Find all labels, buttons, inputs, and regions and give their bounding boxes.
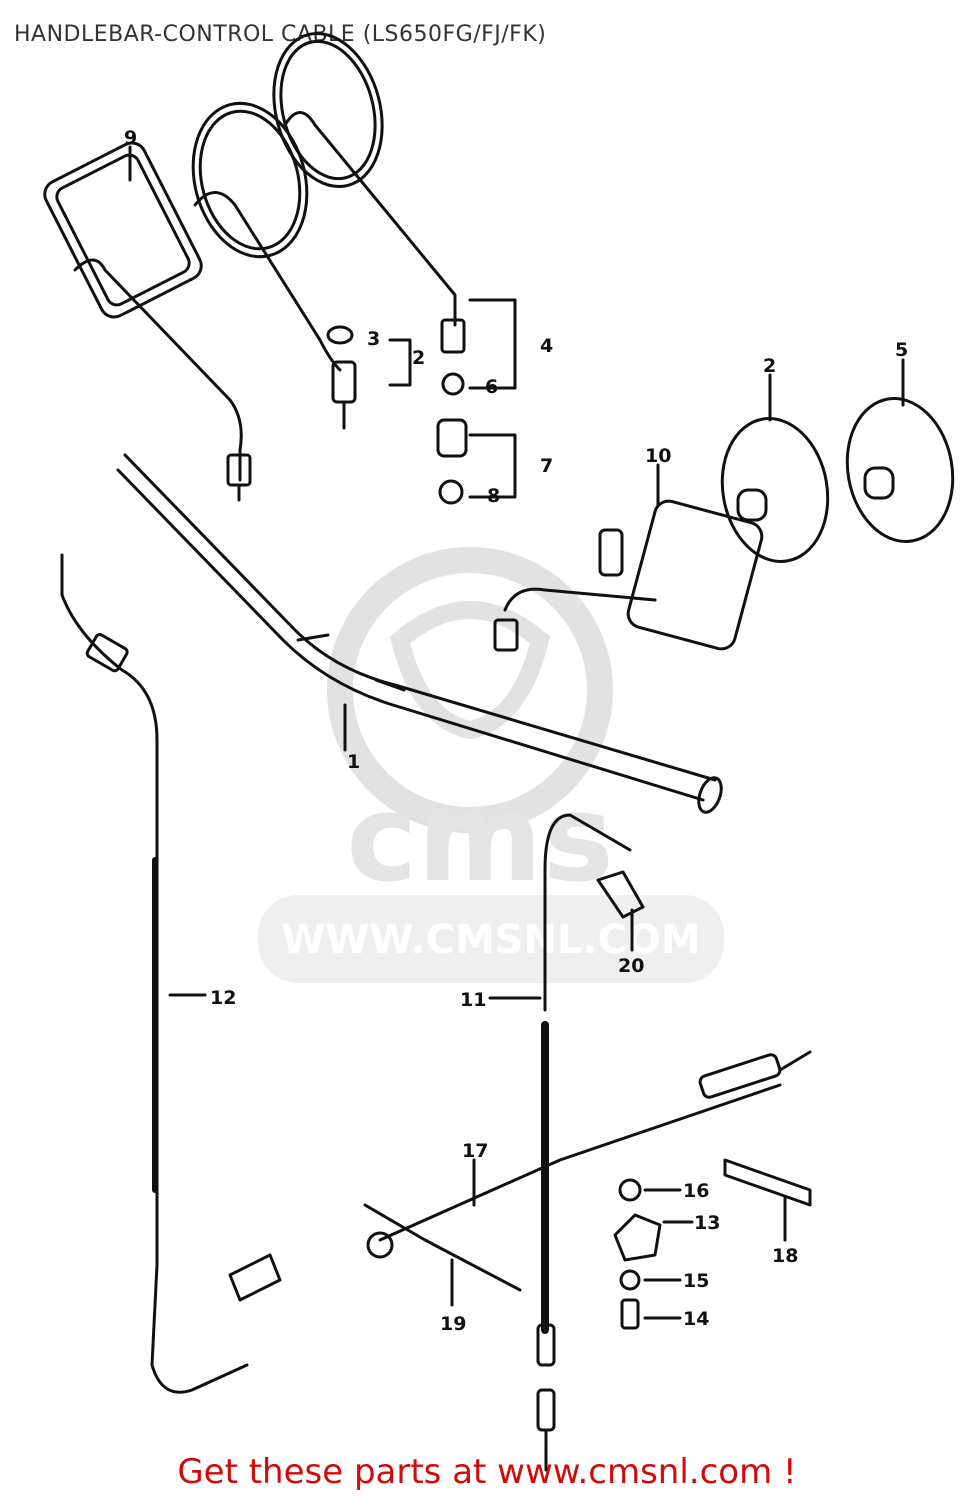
- part-2-mirror-round-right: [720, 417, 830, 563]
- callout-2: 2: [412, 347, 425, 369]
- part-12-cable: [60, 553, 249, 1394]
- part-2-mirror-round: [191, 101, 357, 430]
- callout-4: 4: [540, 335, 553, 357]
- bracket-7: [468, 433, 517, 499]
- part-10-mirror-rect-right: [493, 499, 764, 652]
- callout-17: 17: [462, 1140, 488, 1162]
- callout-2-right: 2: [763, 355, 776, 377]
- footer-link[interactable]: Get these parts at www.cmsnl.com !: [177, 1452, 797, 1492]
- part-1-handlebar: [116, 453, 723, 814]
- front-arrow-icon: [228, 1253, 282, 1302]
- callout-20: 20: [618, 955, 644, 977]
- part-8-nut: [438, 479, 464, 505]
- callout-7: 7: [540, 455, 553, 477]
- part-5-mirror-round-right: [845, 397, 955, 543]
- part-11-cable: [536, 813, 632, 1472]
- page-title: HANDLEBAR-CONTROL CABLE (LS650FG/FJ/FK): [14, 22, 547, 47]
- callout-13: 13: [694, 1212, 720, 1234]
- bracket-2-left: [388, 338, 412, 387]
- callout-18: 18: [772, 1245, 798, 1267]
- part-20-cap: [596, 870, 645, 919]
- part-16-nut: [618, 1178, 642, 1202]
- bracket-4: [468, 298, 517, 390]
- callout-11: 11: [460, 989, 486, 1011]
- part-18-plate: [723, 1158, 812, 1207]
- part-7-adapter: [436, 418, 468, 458]
- callout-labels: 1 2 2 3 4 5 6 7 8 9 10 11 12 13 14 15 16…: [124, 127, 908, 1335]
- callout-1: 1: [347, 751, 360, 773]
- watermark-brand: cms: [346, 770, 614, 909]
- part-15-washer: [619, 1269, 641, 1291]
- callout-12: 12: [210, 987, 236, 1009]
- callout-16: 16: [683, 1180, 709, 1202]
- part-13-bracket: [613, 1213, 662, 1262]
- part-4-mirror-round: [272, 31, 466, 396]
- callout-19: 19: [440, 1313, 466, 1335]
- callout-14: 14: [683, 1308, 709, 1330]
- callout-5: 5: [895, 339, 908, 361]
- callout-8: 8: [487, 485, 500, 507]
- part-14-bolt: [620, 1298, 640, 1330]
- watermark-logo: [258, 547, 724, 983]
- callout-10: 10: [645, 445, 671, 467]
- callout-9: 9: [124, 127, 137, 149]
- part-9-mirror-rect: [43, 141, 252, 502]
- callout-6: 6: [485, 376, 498, 398]
- callout-15: 15: [683, 1270, 709, 1292]
- callout-3: 3: [367, 328, 380, 350]
- part-17-throttle-cable: [363, 1050, 812, 1292]
